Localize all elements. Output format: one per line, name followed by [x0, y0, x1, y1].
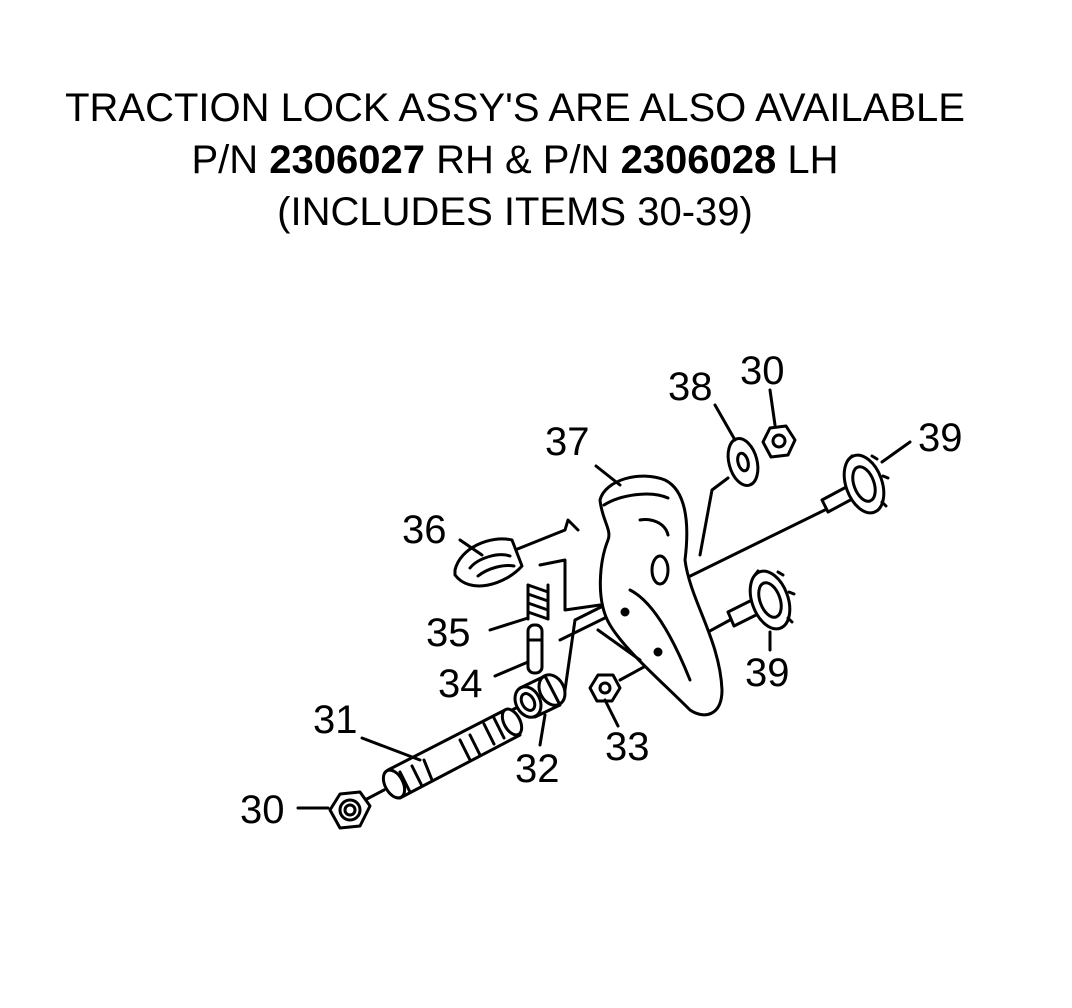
callout-36: 36 [402, 508, 447, 552]
callout-37: 37 [545, 420, 590, 464]
callout-30-top: 30 [740, 349, 785, 393]
shaft [381, 707, 524, 800]
callout-33: 33 [605, 725, 650, 769]
callout-39-top: 39 [918, 416, 963, 460]
leader-30-top [768, 388, 777, 427]
pn-prefix-1: P/N [191, 138, 270, 182]
callout-32: 32 [515, 747, 560, 791]
adjustment-knob-bottom [726, 569, 796, 631]
leader-35 [488, 616, 530, 632]
axis-line-spring [538, 558, 602, 612]
callout-30-bottom: 30 [240, 788, 285, 832]
leader-39-top [880, 440, 912, 464]
hex-nut-small [588, 673, 622, 703]
leader-33 [603, 698, 620, 728]
callout-38: 38 [668, 365, 713, 409]
hex-nut-bottom [328, 790, 372, 830]
pn-side-rh: RH & P/N [424, 138, 621, 182]
compression-spring [526, 583, 550, 621]
leader-32 [538, 713, 547, 747]
traction-lock-lever [596, 474, 724, 717]
callout-31: 31 [313, 698, 358, 742]
leader-36 [458, 538, 484, 557]
header-title-block: TRACTION LOCK ASSY'S ARE ALSO AVAILABLE … [0, 82, 1030, 238]
leader-37 [594, 464, 622, 487]
release-cap [453, 537, 524, 588]
header-line-3: (INCLUDES ITEMS 30-39) [277, 190, 753, 234]
hex-nut-top [761, 424, 797, 459]
leader-34 [493, 660, 530, 678]
flat-washer [726, 437, 760, 487]
detent-pin [526, 623, 544, 675]
axis-line-washer [698, 476, 730, 557]
leader-38 [713, 403, 737, 442]
part-number-lh: 2306028 [620, 138, 777, 182]
part-number-rh: 2306027 [269, 138, 425, 182]
header-line-2: P/N 2306027 RH & P/N 2306028 LH [0, 134, 1030, 186]
callout-39-bottom: 39 [745, 651, 790, 695]
pn-side-lh: LH [776, 138, 839, 182]
axis-line-shaft [363, 788, 386, 802]
header-line-1: TRACTION LOCK ASSY'S ARE ALSO AVAILABLE [65, 86, 965, 130]
bushing [513, 673, 567, 719]
leader-31 [360, 736, 422, 762]
adjustment-knob-top [820, 453, 890, 515]
callout-35: 35 [426, 611, 471, 655]
axis-line-cap [513, 518, 580, 552]
callout-34: 34 [438, 662, 483, 706]
